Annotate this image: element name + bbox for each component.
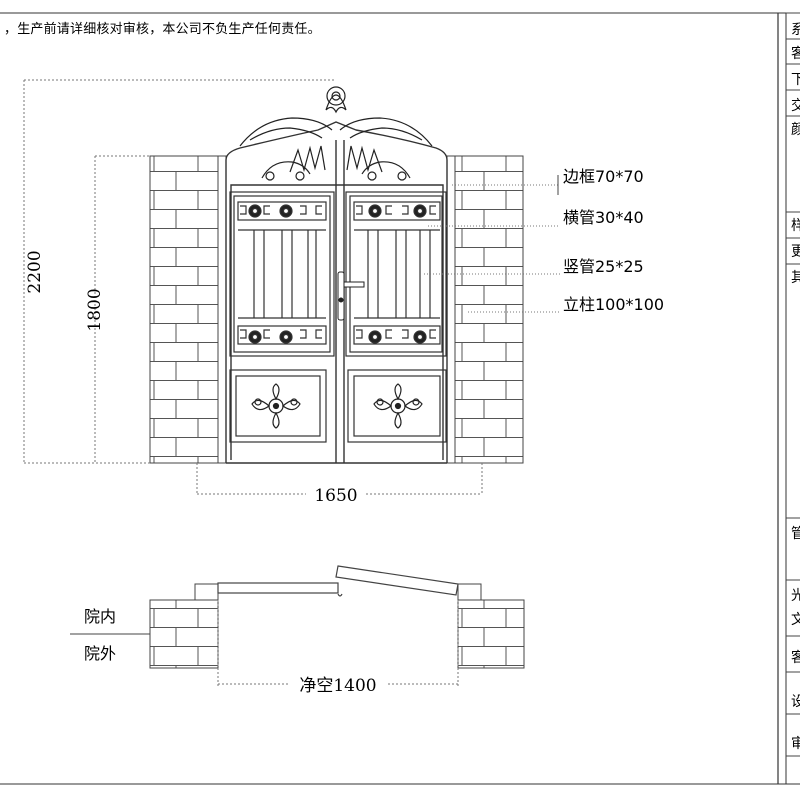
- title-block-cell: 光: [791, 588, 800, 604]
- header-note: ，生产前请详细核对审核，本公司不负生产任何责任。: [4, 22, 321, 37]
- callout-horizontal-tube: 横管30*40: [563, 208, 644, 227]
- dim-clear-opening-label: 净空1400: [299, 676, 376, 696]
- left-gate-leaf: [229, 191, 335, 443]
- dim-total-height: [23, 79, 336, 464]
- title-block-cell: 客: [791, 649, 800, 666]
- right-pillar: [446, 155, 524, 464]
- title-block-cell: 审: [791, 736, 800, 752]
- dim-gate-height-label: 1800: [85, 288, 105, 331]
- plan-inside-label: 院内: [84, 607, 116, 626]
- callout-pillar: 立柱100*100: [563, 295, 664, 314]
- title-block-cell: 交: [791, 97, 800, 114]
- callout-frame: 边框70*70: [563, 167, 644, 186]
- callout-vertical-tube: 竖管25*25: [563, 257, 644, 276]
- plan-right-pillar: [457, 583, 525, 669]
- dim-gate-height: [94, 155, 150, 463]
- left-panel-rosette: [251, 383, 301, 429]
- title-block-cell: 管: [791, 526, 800, 542]
- title-block-cell: 系: [791, 22, 800, 38]
- right-panel-rosette: [373, 383, 423, 429]
- title-block-cell: 客: [791, 45, 800, 62]
- gate-handle-icon: [337, 271, 365, 321]
- title-block-cell: 设: [791, 694, 800, 710]
- plan-outside-label: 院外: [84, 644, 116, 663]
- title-block-cell: 其: [791, 270, 800, 286]
- title-block-cell: 下: [791, 72, 800, 88]
- title-block-cell: 样: [791, 218, 800, 234]
- right-gate-leaf: [345, 191, 447, 443]
- dim-width: [196, 463, 483, 495]
- callout-leaders: [424, 184, 560, 313]
- dim-width-label: 1650: [314, 486, 357, 506]
- left-pillar: [149, 155, 227, 464]
- plan-left-pillar: [149, 583, 219, 669]
- title-block-cell: 文: [791, 612, 800, 628]
- dim-clear-opening: [217, 600, 459, 688]
- dim-total-height-label: 2200: [25, 250, 45, 293]
- title-block-cell: 更: [791, 244, 800, 260]
- gate-frame: [225, 121, 448, 464]
- top-scroll-ornament: [239, 86, 433, 181]
- plan-gate-leaves: [217, 565, 459, 597]
- title-block-cell: 颜: [791, 122, 800, 138]
